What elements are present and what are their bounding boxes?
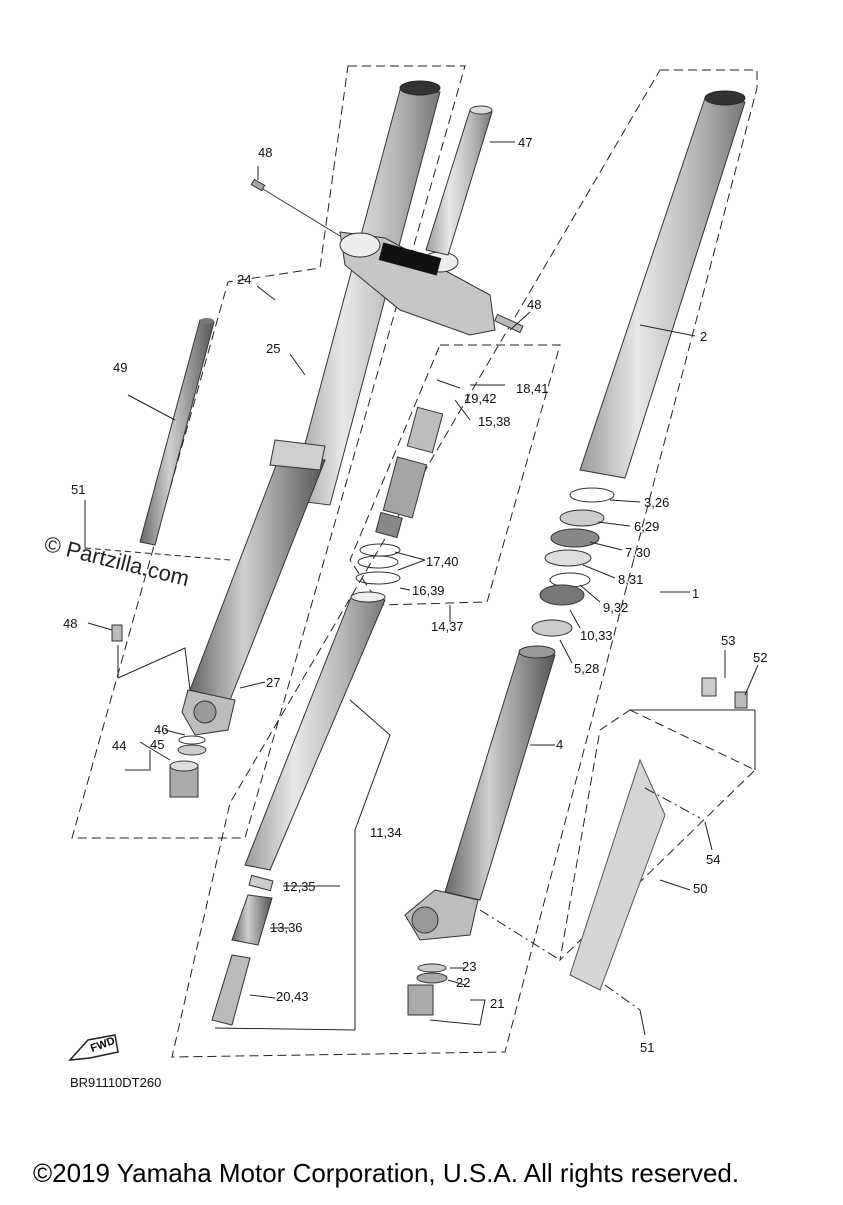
rod-49 (139, 318, 215, 546)
label-15-38: 15,38 (478, 414, 511, 429)
label-51-bottom: 51 (640, 1040, 655, 1055)
right-inner-tube-2 (579, 90, 746, 479)
label-14-37: 14,37 (431, 619, 464, 634)
right-axle-bracket (404, 889, 479, 941)
label-16-39: 16,39 (412, 583, 445, 598)
label-24: 24 (237, 272, 252, 287)
group-outline-right (171, 69, 758, 1058)
steering-stem-47 (425, 105, 493, 256)
label-20-43: 20,43 (276, 989, 309, 1004)
bolt-48-left (111, 624, 123, 642)
label-5-28: 5,28 (574, 661, 600, 676)
label-6-29: 6,29 (634, 519, 660, 534)
label-45: 45 (150, 737, 165, 752)
label-2: 2 (700, 329, 708, 344)
spring-20 (211, 954, 251, 1026)
label-51-left: 51 (71, 482, 86, 497)
label-22: 22 (456, 975, 471, 990)
axle-collar-44 (169, 760, 199, 798)
fwd-arrow-icon: FWD (68, 1034, 119, 1061)
label-25: 25 (266, 341, 281, 356)
label-48-left: 48 (63, 616, 78, 631)
group-outline-left (71, 65, 466, 839)
damper-rod-11 (244, 591, 386, 871)
label-3-26: 3,26 (644, 495, 670, 510)
label-4: 4 (556, 737, 564, 752)
label-10-33: 10,33 (580, 628, 613, 643)
label-50: 50 (693, 881, 708, 896)
label-9-32: 9,32 (603, 600, 629, 615)
bolt-48-mid (493, 313, 524, 334)
label-48-mid: 48 (527, 297, 542, 312)
label-12-35: 12,35 (283, 879, 316, 894)
label-21: 21 (490, 996, 505, 1011)
label-53: 53 (721, 633, 736, 648)
label-18-41: 18,41 (516, 381, 549, 396)
fork-guard-50 (569, 758, 666, 991)
drawing-code: BR91110DT260 (70, 1075, 162, 1090)
label-23: 23 (462, 959, 477, 974)
label-44: 44 (112, 738, 127, 753)
piston-12-13 (231, 874, 274, 946)
left-outer-tube (189, 439, 326, 701)
label-54: 54 (706, 852, 721, 867)
label-49: 49 (113, 360, 128, 375)
bolt-48-top (250, 178, 341, 237)
label-52: 52 (753, 650, 768, 665)
springs-17-16 (355, 543, 401, 585)
label-46: 46 (154, 722, 169, 737)
label-47: 47 (518, 135, 533, 150)
upper-triple-clamp (339, 231, 496, 336)
label-1: 1 (692, 586, 700, 601)
right-outer-tube-4 (444, 645, 556, 901)
label-11-34: 11,34 (370, 825, 402, 840)
copyright-notice: ©2019 Yamaha Motor Corporation, U.S.A. A… (33, 1158, 740, 1188)
label-7-30: 7,30 (625, 545, 651, 560)
left-inner-tube (289, 80, 441, 506)
bolts-52-53 (701, 677, 748, 709)
label-13-36: 13,36 (270, 920, 303, 935)
group-outline-inner-cartridge (349, 344, 561, 606)
label-48-top: 48 (258, 145, 273, 160)
cartridge-top-15 (375, 406, 444, 539)
right-seals (531, 487, 615, 637)
label-17-40: 17,40 (426, 554, 459, 569)
label-8-31: 8,31 (618, 572, 644, 587)
seal-45-46 (177, 735, 207, 756)
collar-21-23 (407, 963, 448, 1016)
leader-lines (84, 141, 759, 1036)
label-19-42: 19,42 (464, 391, 497, 406)
label-27: 27 (266, 675, 281, 690)
left-axle-bracket (181, 689, 236, 736)
